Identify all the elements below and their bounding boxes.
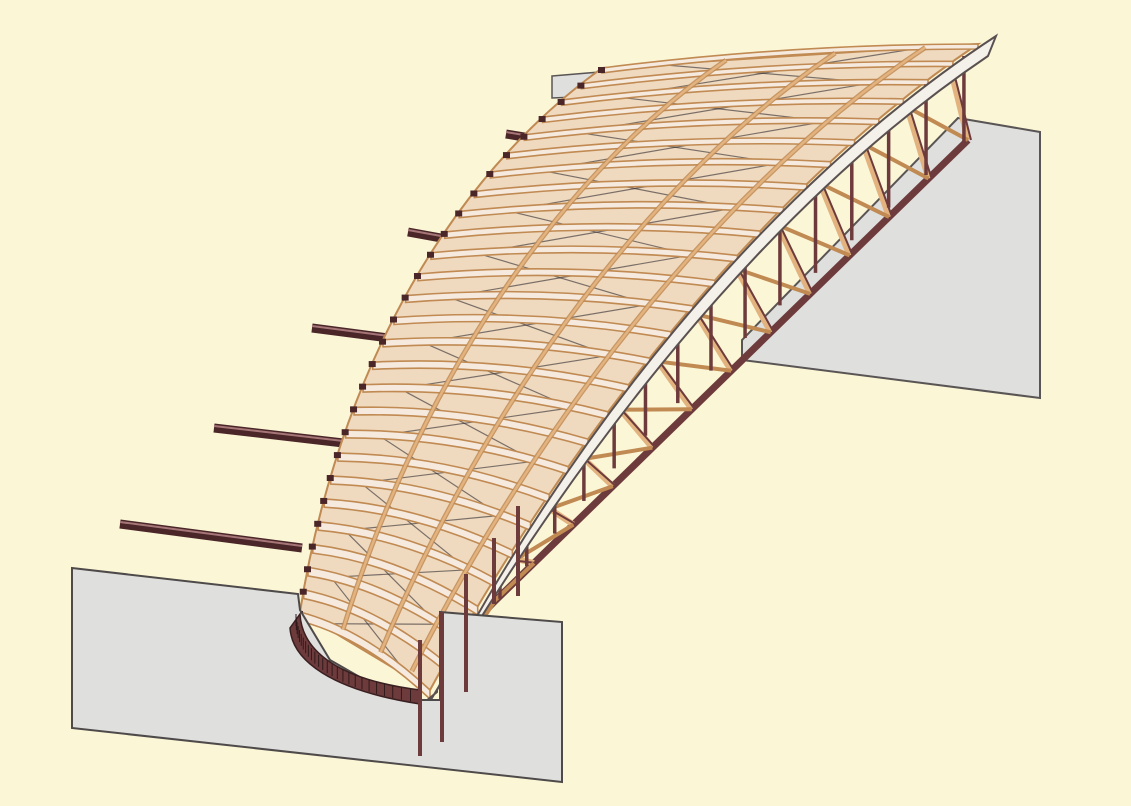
beam-end-cap xyxy=(379,338,387,345)
beam-end-cap xyxy=(350,406,358,413)
timber-deck xyxy=(296,42,982,701)
deck-base xyxy=(298,42,982,692)
beam-end-cap xyxy=(333,452,341,459)
beam-end-cap xyxy=(598,67,605,73)
truss-diagonal xyxy=(657,359,732,373)
outrigger-highlight xyxy=(213,425,353,443)
deck-bracing xyxy=(577,131,780,164)
upper-concrete-wall xyxy=(741,116,1041,400)
longitudinal-bearer-face xyxy=(379,52,836,653)
truss-vertical xyxy=(694,312,734,373)
beam-end-cap xyxy=(304,566,312,573)
beam-end-cap xyxy=(538,116,546,123)
truss-vertical xyxy=(655,359,695,411)
truss-vertical-edge xyxy=(908,108,933,179)
truss-vertical-edge xyxy=(779,226,815,295)
beam-end-cap xyxy=(314,520,322,527)
beam-end-cap xyxy=(320,497,328,504)
beam-end-cap xyxy=(520,133,528,140)
deck-bracing xyxy=(507,210,692,256)
beam-end-cap xyxy=(299,588,307,595)
truss-bottom-chord xyxy=(452,137,971,643)
truss-vertical xyxy=(733,267,774,334)
deck-bracing xyxy=(378,435,501,516)
truss-vertical xyxy=(617,407,655,450)
truss-diagonal xyxy=(696,312,772,335)
truss-vertical xyxy=(817,182,853,257)
truss-diagonal xyxy=(905,105,969,142)
beam-end-cap xyxy=(455,210,463,217)
beam-end-cap xyxy=(359,383,367,390)
beam-end-cap xyxy=(486,171,494,178)
beam-end-cap xyxy=(502,152,510,159)
deck-bracing xyxy=(360,482,469,571)
truss-vertical-edge xyxy=(586,460,617,487)
truss-diagonal xyxy=(735,266,811,296)
beam-end-cap xyxy=(470,190,478,197)
beam-end-cap xyxy=(390,316,397,323)
outrigger-pole xyxy=(213,423,353,449)
beam-end-cap xyxy=(427,251,435,258)
truss-vertical xyxy=(775,223,813,296)
beam-end-cap xyxy=(577,82,585,89)
outrigger-highlight xyxy=(119,521,303,547)
beam-end-cap xyxy=(341,429,349,436)
truss-vertical-edge xyxy=(622,411,657,449)
beam-end-cap xyxy=(368,361,376,368)
slab-end-hatching xyxy=(295,614,421,703)
deck-bracing xyxy=(448,296,610,356)
deck-bracing xyxy=(422,341,572,409)
beam-end-cap xyxy=(326,475,334,482)
front-props xyxy=(418,506,520,756)
truss-vertical-edge xyxy=(698,315,736,372)
truss-vertical-edge xyxy=(822,184,854,256)
deck-bracing xyxy=(399,388,536,462)
beam-end-cap xyxy=(440,230,448,237)
truss-diagonal xyxy=(548,484,614,511)
truss-diagonal xyxy=(583,445,653,461)
beam-end-cap xyxy=(413,273,421,280)
deck-bracing xyxy=(541,169,735,209)
truss-vertical-edge xyxy=(552,509,577,526)
beam-end-cap xyxy=(557,98,565,105)
truss-diagonal xyxy=(862,142,930,181)
beam-end-cap xyxy=(308,543,316,550)
longitudinal-bearer-face xyxy=(410,46,927,672)
outrigger-pole xyxy=(119,519,303,553)
deck-bracing xyxy=(476,252,650,305)
truss-diagonal xyxy=(777,223,851,258)
beam-end-cap xyxy=(401,294,409,301)
guard-rail xyxy=(419,33,999,707)
truss-vertical xyxy=(860,142,892,218)
longitudinal-bearer-face xyxy=(341,59,727,631)
truss-diagonal xyxy=(819,181,890,219)
